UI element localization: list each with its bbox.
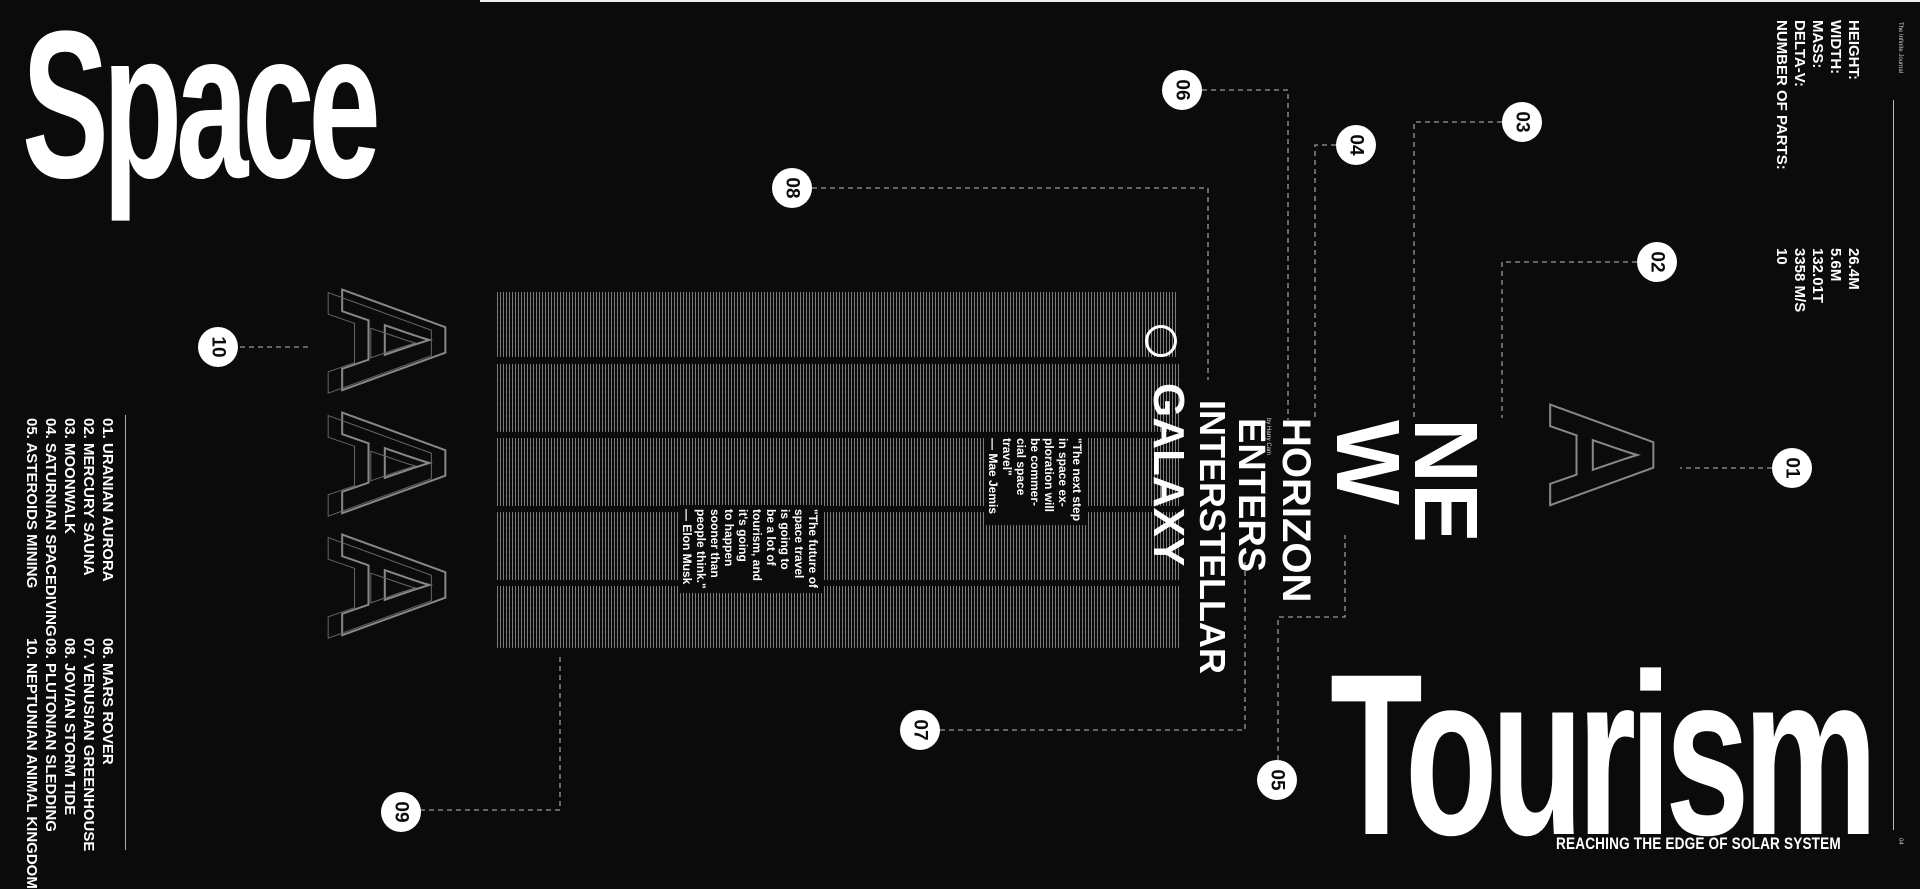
stat-value-delta-v: 3358 M/S xyxy=(1791,248,1808,313)
stat-value-height: 26.4M xyxy=(1845,248,1862,290)
title-space: Space xyxy=(22,0,381,222)
headline-w: W xyxy=(1317,420,1417,505)
destination-list-2: 06. MARS ROVER 07. VENUSIAN GREENHOUSE 0… xyxy=(22,638,117,889)
headline-enters: ENTERS xyxy=(1230,418,1272,573)
decor-letter-a: A xyxy=(296,533,465,643)
stat-value-width: 5.6M xyxy=(1827,248,1844,282)
stats-values: 26.4M 5.6M 132.01T 3358 M/S 10 xyxy=(1772,248,1862,312)
marker-04: 04 xyxy=(1336,125,1376,165)
list-item: 08. JOVIAN STORM TIDE xyxy=(61,638,78,816)
marker-09: 09 xyxy=(381,792,421,832)
left-rule xyxy=(125,415,126,850)
stat-value-parts: 10 xyxy=(1773,248,1790,265)
decor-letter-a: A xyxy=(1517,400,1687,510)
marker-01: 01 xyxy=(1772,448,1812,488)
marker-08: 08 xyxy=(772,168,812,208)
publication-name: The Infinite Journal xyxy=(1897,22,1903,74)
pull-quote-2: "The future of space travel is going to … xyxy=(678,505,822,593)
headline-galaxy: GALAXY xyxy=(1144,383,1193,567)
page-number: 04 xyxy=(1897,838,1903,845)
marker-10: 10 xyxy=(198,327,238,367)
list-item: 02. MERCURY SAUNA xyxy=(80,418,97,576)
stat-label-delta-v: DELTA-V: xyxy=(1791,20,1808,87)
list-item: 03. MOONWALK xyxy=(61,418,78,534)
list-item: 06. MARS ROVER xyxy=(99,638,116,765)
list-item: 04. SATURNIAN SPACEDIVING xyxy=(42,418,59,637)
leader-lines xyxy=(240,89,1772,811)
stat-value-mass: 132.01T xyxy=(1809,248,1826,304)
marker-06: 06 xyxy=(1162,70,1202,110)
article-text-column xyxy=(497,364,1180,432)
marker-05: 05 xyxy=(1257,760,1297,800)
top-rule xyxy=(480,0,1920,2)
stats-labels: HEIGHT: WIDTH: MASS: DELTA-V: NUMBER OF … xyxy=(1772,20,1862,170)
list-item: 01. URANIAN AURORA xyxy=(99,418,116,582)
headline-horizon: HORIZON xyxy=(1274,418,1318,603)
list-item: 09. PLUTONIAN SLEDDING xyxy=(42,638,59,832)
decor-letter-a: A xyxy=(296,288,465,398)
destination-list-1: 01. URANIAN AURORA 02. MERCURY SAUNA 03.… xyxy=(22,418,117,637)
marker-03: 03 xyxy=(1502,102,1542,142)
article-text-column xyxy=(497,292,1177,357)
headline-interstellar: INTERSTELLAR xyxy=(1192,400,1233,674)
stat-label-width: WIDTH: xyxy=(1827,20,1844,75)
subtitle: REACHING THE EDGE OF SOLAR SYSTEM xyxy=(1556,834,1841,853)
article-text-column xyxy=(497,586,1180,648)
stats-panel: HEIGHT: WIDTH: MASS: DELTA-V: NUMBER OF … xyxy=(1762,20,1862,312)
list-item: 10. NEPTUNIAN ANIMAL KINGDOM xyxy=(23,638,40,889)
journal-logo-icon xyxy=(1145,325,1177,357)
right-rule xyxy=(1893,100,1894,830)
list-item: 05. ASTEROIDS MINING xyxy=(23,418,40,589)
marker-02: 02 xyxy=(1637,242,1677,282)
stat-label-height: HEIGHT: xyxy=(1845,20,1862,80)
list-item: 07. VENUSIAN GREENHOUSE xyxy=(80,638,97,852)
stat-label-parts: NUMBER OF PARTS: xyxy=(1773,20,1790,170)
marker-07: 07 xyxy=(900,710,940,750)
article-byline: by Harry Cam xyxy=(1265,418,1271,456)
pull-quote-1: "The next step in space ex- ploration wi… xyxy=(984,434,1086,526)
headline-ne: NE xyxy=(1395,418,1495,544)
title-tourism: Tourism xyxy=(1330,626,1878,883)
stat-label-mass: MASS: xyxy=(1809,20,1826,69)
decor-letter-a: A xyxy=(296,411,465,521)
